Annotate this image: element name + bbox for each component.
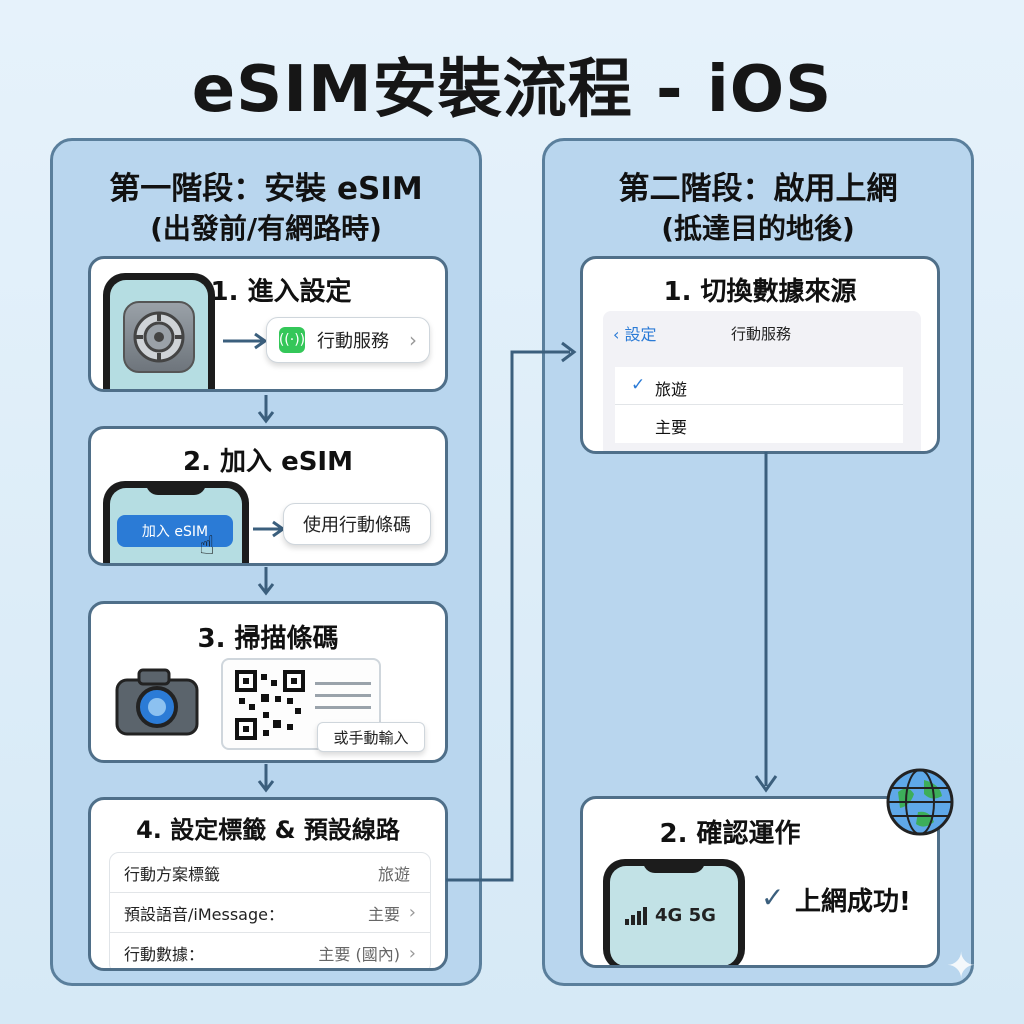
chevron-right-icon: › bbox=[409, 943, 416, 964]
step-title: 2. 確認運作 bbox=[580, 813, 907, 850]
data-source-option[interactable]: 主要 bbox=[615, 405, 903, 443]
checkmark-icon: ✓ bbox=[631, 375, 645, 395]
cellular-label: 行動服務 bbox=[317, 327, 389, 353]
ios-settings-screen: ‹ 設定 行動服務 ✓ 旅遊 主要 bbox=[603, 311, 921, 454]
cellular-data-row[interactable]: 行動數據： 主要 (國內) › bbox=[110, 933, 430, 971]
signal-bars-icon bbox=[625, 905, 649, 925]
step-scan-qr-card: 3. 掃描條碼 bbox=[88, 601, 448, 763]
phone-illustration: 加入 eSIM ☝ bbox=[103, 481, 249, 566]
success-label: 上網成功! bbox=[795, 881, 911, 918]
phase-one-heading: 第一階段：安裝 eSIM bbox=[53, 163, 479, 208]
network-type-label: 4G 5G bbox=[655, 905, 716, 926]
nav-title: 行動服務 bbox=[731, 323, 791, 344]
data-source-option[interactable]: ✓ 旅遊 bbox=[615, 367, 903, 405]
checkmark-icon: ✓ bbox=[761, 881, 784, 914]
phase-two-heading: 第二階段：啟用上網 bbox=[545, 163, 971, 208]
plan-label-row[interactable]: 行動方案標籤 旅遊 bbox=[110, 853, 430, 893]
arrow-right-icon bbox=[221, 331, 269, 351]
step-label-default-line-card: 4. 設定標籤 & 預設線路 行動方案標籤 旅遊 預設語音/iMessage： … bbox=[88, 797, 448, 971]
step-title: 3. 掃描條碼 bbox=[91, 618, 445, 655]
phase-one-panel: 第一階段：安裝 eSIM (出發前/有網路時) 1. 進入設定 bbox=[50, 138, 482, 986]
phase-one-subheading: (出發前/有網路時) bbox=[53, 207, 479, 247]
arrow-down-icon bbox=[256, 764, 276, 794]
step-enter-settings-card: 1. 進入設定 ((·)) 行動服務 › bbox=[88, 256, 448, 392]
arrow-down-icon bbox=[256, 395, 276, 425]
chevron-right-icon: › bbox=[409, 902, 416, 923]
camera-icon bbox=[115, 668, 199, 736]
phase-two-panel: 第二階段：啟用上網 (抵達目的地後) 1. 切換數據來源 ‹ 設定 行動服務 ✓… bbox=[542, 138, 974, 986]
step-title: 2. 加入 eSIM bbox=[91, 441, 445, 478]
settings-gear-icon bbox=[123, 301, 195, 373]
cellular-antenna-icon: ((·)) bbox=[279, 327, 305, 353]
arrow-down-icon bbox=[256, 567, 276, 597]
chevron-right-icon: › bbox=[409, 328, 417, 352]
sparkle-icon: ✦ bbox=[946, 946, 976, 987]
globe-icon bbox=[884, 766, 956, 838]
default-voice-row[interactable]: 預設語音/iMessage： 主要 › bbox=[110, 893, 430, 933]
page-title: eSIM安裝流程 - iOS bbox=[0, 38, 1024, 130]
cellular-menu-item[interactable]: ((·)) 行動服務 › bbox=[266, 317, 430, 363]
add-esim-button[interactable]: 加入 eSIM bbox=[117, 515, 233, 547]
step-switch-data-card: 1. 切換數據來源 ‹ 設定 行動服務 ✓ 旅遊 主要 bbox=[580, 256, 940, 454]
manual-entry-button[interactable]: 或手動輸入 bbox=[317, 722, 425, 752]
phase-two-subheading: (抵達目的地後) bbox=[545, 207, 971, 247]
qr-code-icon bbox=[233, 668, 307, 742]
settings-list: 行動方案標籤 旅遊 預設語音/iMessage： 主要 › 行動數據： 主要 (… bbox=[109, 852, 431, 971]
arrow-right-icon bbox=[251, 519, 287, 539]
step-title: 1. 切換數據來源 bbox=[583, 271, 937, 308]
tap-hand-icon: ☝ bbox=[199, 531, 215, 561]
phone-illustration bbox=[103, 273, 215, 392]
back-button[interactable]: ‹ 設定 bbox=[613, 321, 657, 345]
phone-illustration: 4G 5G bbox=[603, 859, 745, 968]
step-add-esim-card: 2. 加入 eSIM 加入 eSIM ☝ 使用行動條碼 bbox=[88, 426, 448, 566]
use-qr-code-button[interactable]: 使用行動條碼 bbox=[283, 503, 431, 545]
step-title: 4. 設定標籤 & 預設線路 bbox=[91, 810, 445, 845]
